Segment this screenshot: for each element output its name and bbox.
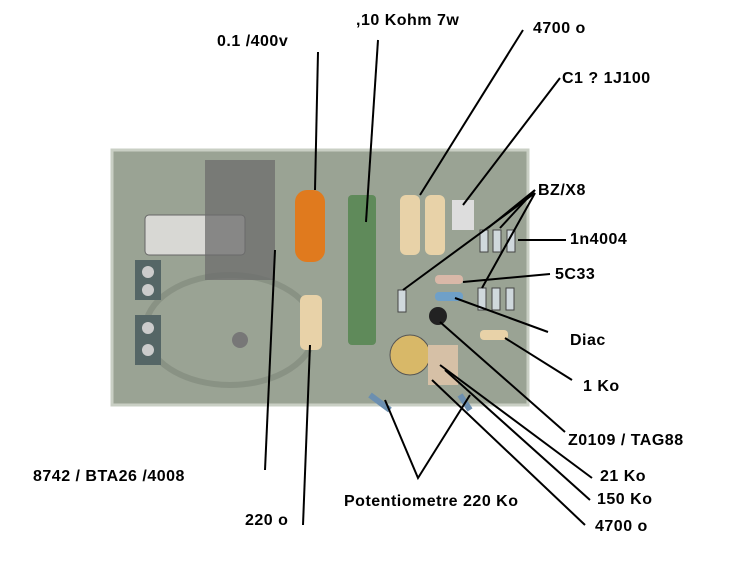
label-resistor-21k: 21 Ko: [600, 468, 647, 485]
label-resistor-1k: 1 Ko: [583, 378, 620, 395]
label-triac-small: Z0109 / TAG88: [568, 432, 684, 449]
label-resistor-4700-top: 4700 o: [533, 20, 586, 37]
label-zener: BZ/X8: [538, 182, 586, 199]
label-potentiometer: Potentiometre 220 Ko: [344, 493, 519, 510]
label-triac-main: 8742 / BTA26 /4008: [33, 468, 185, 485]
label-transistor: 5C33: [555, 266, 596, 283]
label-diac: Diac: [570, 332, 606, 349]
pcb-board: [112, 150, 528, 405]
label-diode: 1n4004: [570, 231, 628, 248]
resistor-220: [300, 295, 322, 350]
resistor-4700a: [400, 195, 420, 255]
capacitor-c1: [452, 200, 474, 230]
label-power-resistor: ,10 Kohm 7w: [356, 12, 460, 29]
label-resistor-150k: 150 Ko: [597, 491, 653, 508]
label-capacitor-04: 0.1 /400v: [217, 33, 289, 50]
label-c1: C1 ? 1J100: [562, 70, 651, 87]
power-resistor: [348, 195, 376, 345]
transistor: [429, 307, 447, 325]
label-resistor-220: 220 o: [245, 512, 289, 529]
potentiometer-body: [389, 334, 431, 376]
capacitor-04: [295, 190, 325, 262]
label-resistor-4700-bottom: 4700 o: [595, 518, 648, 535]
leader-lines: [264, 29, 593, 526]
resistor-4700b: [425, 195, 445, 255]
heatsink: [205, 160, 275, 280]
